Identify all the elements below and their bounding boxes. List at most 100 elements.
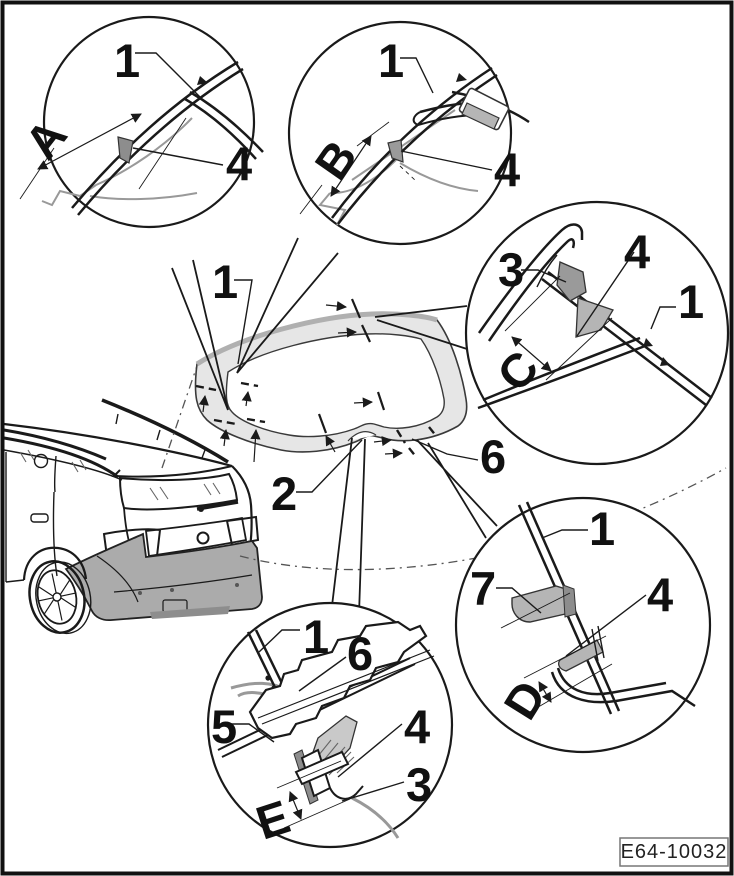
car-roof-line — [3, 422, 233, 468]
detail-top-middle-content — [299, 66, 530, 226]
car-hatch-window — [118, 472, 239, 511]
glass-antenna-bump — [347, 431, 377, 442]
glass-position-marks — [195, 298, 438, 463]
leader-7-bottom-right — [496, 587, 542, 614]
dimension-c-line — [511, 336, 552, 372]
leader-4-bottom-right — [565, 594, 647, 657]
leader-1-top-middle — [400, 57, 434, 94]
tick-mark-dashed — [240, 381, 259, 388]
tick-mark — [376, 391, 386, 411]
wedge-top-middle — [236, 237, 339, 374]
leader-6-bottom-middle — [298, 656, 347, 692]
part-label-6: 6 — [480, 430, 506, 483]
car-door-seam — [52, 491, 58, 577]
tick-mark — [361, 324, 371, 343]
glass-top-edge-shade — [195, 311, 438, 367]
tick-arrow — [325, 435, 336, 453]
leader-1-main — [234, 279, 253, 365]
tick-mark-dashed — [408, 447, 418, 459]
tick-mark — [317, 413, 328, 434]
leader-1-bottom-middle — [258, 629, 300, 653]
car-rail-feet — [115, 413, 206, 459]
leader-4-bottom-middle — [337, 723, 403, 778]
clip-7-base — [562, 584, 577, 618]
projection-line-arc — [239, 467, 727, 571]
part-label-4: 4 — [647, 568, 673, 621]
rear-window-glass — [194, 311, 468, 453]
wedge-bottom-middle — [331, 437, 366, 615]
car-wiper-pivot — [198, 506, 204, 512]
car-bumper — [64, 532, 263, 622]
tick-arrow — [353, 397, 374, 408]
car-hatch-glass-hatching — [149, 482, 221, 501]
drawing-code-box: E64-10032 — [619, 837, 729, 867]
tick-mark-dashed — [428, 426, 438, 438]
leader-4-top-middle — [400, 150, 493, 171]
car-fuel-cap — [33, 453, 49, 469]
tick-mark-dashed — [246, 417, 266, 424]
car-roof-rail-far — [101, 398, 229, 464]
tick-arrow — [198, 394, 209, 413]
part-label-1: 1 — [114, 34, 140, 87]
car-park-sensor — [170, 588, 174, 592]
bead-dot — [265, 675, 271, 681]
part-label-7: 7 — [470, 562, 496, 615]
leader-3-right — [521, 269, 567, 283]
part-label-1: 1 — [303, 610, 329, 663]
leader-lines — [132, 52, 676, 802]
part-label-1: 1 — [378, 34, 404, 87]
code-box-border — [619, 837, 729, 867]
tick-mark-dashed — [195, 384, 217, 392]
part-label-4: 4 — [404, 700, 430, 753]
tick-arrow — [219, 428, 230, 447]
part-label-1: 1 — [212, 255, 238, 308]
tick-mark-dashed — [213, 418, 237, 426]
clip-4-right — [575, 297, 614, 338]
dimension-d-line — [538, 681, 552, 703]
car-beltline — [3, 449, 123, 481]
leader-6-main — [411, 438, 479, 461]
car-body-lower — [5, 452, 25, 583]
car-bumper-crease — [96, 555, 139, 603]
projection-lines — [161, 365, 727, 571]
detail-bottom-right-content — [500, 501, 696, 715]
leader-1-right — [650, 306, 676, 330]
car-bumper-step — [113, 574, 253, 593]
leader-3-bottom-middle — [341, 781, 405, 802]
part-label-4: 4 — [494, 143, 520, 196]
clip-3-right — [556, 261, 587, 302]
detail-bottom-middle-content — [217, 620, 435, 839]
dimension-e-line — [288, 791, 303, 820]
car-bpillar — [53, 455, 57, 493]
car-park-sensor — [138, 591, 142, 595]
tick-arrow — [337, 327, 358, 338]
projection-line-left — [161, 365, 198, 469]
part-label-1: 1 — [678, 275, 704, 328]
detail-circle-right — [464, 200, 730, 466]
car-brand-badge — [196, 531, 210, 545]
leader-4-right — [576, 251, 635, 337]
wedge-bottom-right — [416, 439, 498, 539]
car-illustration — [3, 398, 263, 635]
dimension-a-line — [37, 113, 142, 170]
bead-tick — [660, 357, 670, 366]
part-label-1: 1 — [589, 502, 615, 555]
dimension-b-line — [330, 135, 372, 197]
tick-mark-dashed — [395, 429, 407, 444]
car-rear-wheel — [28, 560, 92, 635]
leader-4-top-left — [132, 147, 224, 166]
car-wheel-arch — [22, 546, 88, 581]
part-label-6: 6 — [347, 627, 373, 680]
leader-1-bottom-right — [541, 529, 588, 539]
car-side-glass-hatching — [19, 449, 87, 473]
glass-inner-area — [225, 333, 445, 438]
leader-2-main — [296, 439, 363, 493]
tick-arrow — [384, 448, 404, 459]
car-rear-pillar — [231, 465, 253, 548]
clip-4-top-middle — [387, 139, 404, 163]
wedge-right — [374, 305, 468, 350]
tick-arrow — [325, 301, 348, 312]
car-park-sensor — [235, 583, 239, 587]
